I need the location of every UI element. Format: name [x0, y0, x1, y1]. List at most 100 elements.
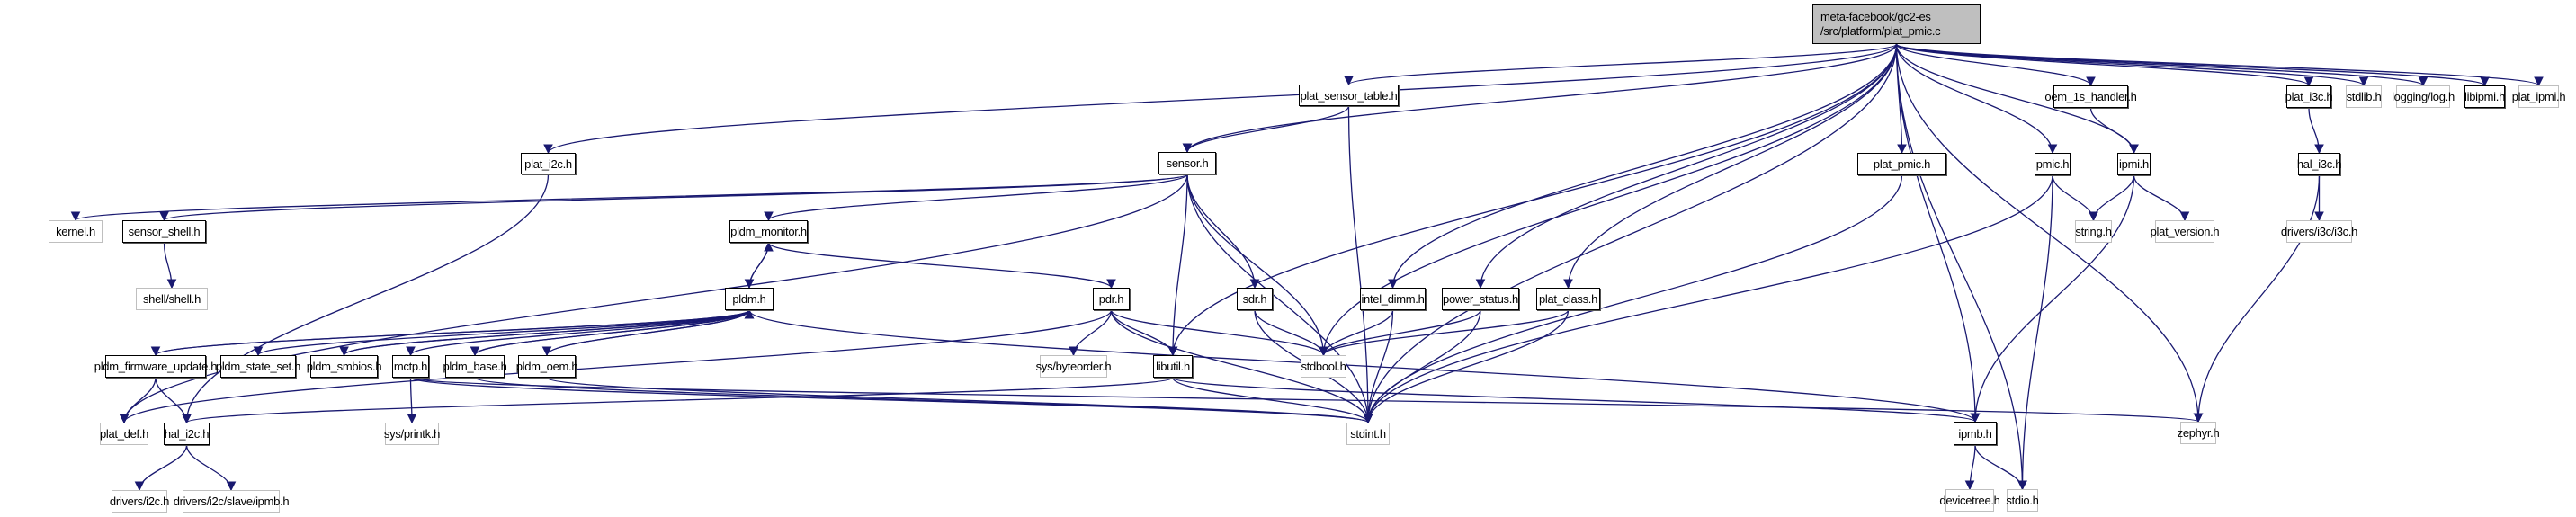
edge-pldm-monitor-to-pdr: [767, 242, 1113, 289]
edge-pldm-base-to-pldm: [474, 309, 750, 356]
node-plat-pmic[interactable]: plat_pmic.h: [1857, 153, 1946, 175]
edge-plat-class-to-stdint: [1367, 309, 1570, 423]
edge-root-to-stdint: [1367, 43, 1898, 423]
arrowhead-icon: [2086, 76, 2096, 87]
edge-pldm-firmware-update-to-plat-def: [123, 377, 157, 423]
edge-mctp-to-stdint: [409, 377, 1369, 423]
arrowhead-icon: [2017, 480, 2027, 491]
edge-root-to-plat-sensor-table: [1347, 43, 1898, 85]
edge-root-to-plat-class: [1567, 43, 1898, 289]
node-intel-dimm[interactable]: intel_dimm.h: [1360, 288, 1426, 310]
edge-sensor-to-sdr: [1186, 174, 1256, 289]
node-sensor-shell[interactable]: sensor_shell.h: [122, 220, 206, 243]
arrowhead-icon: [1249, 279, 1260, 290]
node-pldm-base[interactable]: pldm_base.h: [443, 355, 507, 378]
arrowhead-icon: [159, 211, 169, 222]
edge-plat-sensor-table-to-sensor: [1186, 105, 1350, 153]
edge-pldm-oem-to-stdint: [546, 377, 1369, 423]
edge-root-to-power-status: [1480, 43, 1898, 289]
arrowhead-icon: [226, 481, 237, 492]
arrowhead-icon: [70, 211, 81, 222]
node-hal-i3c[interactable]: hal_i3c.h: [2297, 153, 2341, 175]
node-stdint: stdint.h: [1346, 423, 1390, 445]
node-sensor[interactable]: sensor.h: [1158, 152, 1216, 174]
edge-ipmi-to-plat-version: [2133, 174, 2186, 221]
edge-root-to-pmic: [1895, 43, 2053, 154]
arrowhead-icon: [1475, 279, 1486, 290]
node-libutil[interactable]: libutil.h: [1153, 355, 1193, 378]
edge-root-to-zephyr: [1895, 43, 2199, 423]
node-stdbool: stdbool.h: [1301, 355, 1346, 378]
node-pldm-smbios[interactable]: pldm_smbios.h: [307, 355, 382, 378]
node-kernel: kernel.h: [49, 220, 103, 243]
edge-sensor-to-stdint: [1186, 174, 1369, 423]
arrowhead-icon: [764, 211, 774, 222]
node-logging-log: logging/log.h: [2392, 85, 2455, 108]
node-pldm-state-set[interactable]: pldm_state_set.h: [216, 355, 300, 378]
edge-sensor-to-plat-def: [123, 174, 1188, 423]
node-mctp[interactable]: mctp.h: [392, 355, 429, 378]
node-plat-sensor-table[interactable]: plat_sensor_table.h: [1299, 85, 1399, 106]
node-sdr[interactable]: sdr.h: [1237, 288, 1273, 310]
node-hal-i2c[interactable]: hal_i2c.h: [164, 423, 210, 445]
edge-root-to-stdio: [1895, 43, 2024, 490]
node-pdr[interactable]: pdr.h: [1093, 288, 1130, 310]
arrowhead-icon: [1563, 279, 1573, 290]
edge-sensor-to-kernel: [75, 174, 1188, 221]
edge-sensor-to-pldm-monitor: [767, 174, 1188, 221]
arrowhead-icon: [2358, 76, 2369, 87]
node-pldm-firmware-update[interactable]: pldm_firmware_update.h: [94, 355, 218, 378]
edge-pmic-to-stdio: [2021, 174, 2053, 490]
edge-pldm-to-mctp: [409, 309, 750, 356]
node-drivers-i2c: drivers/i2c.h: [110, 490, 169, 513]
node-devicetree: devicetree.h: [1939, 489, 2000, 512]
edge-sensor-to-libutil: [1172, 174, 1188, 356]
arrowhead-icon: [253, 346, 264, 357]
edge-root-to-stdlib: [1895, 43, 2365, 86]
arrowhead-icon: [1363, 414, 1373, 424]
node-stdlib: stdlib.h: [2346, 85, 2382, 108]
arrowhead-icon: [2534, 76, 2544, 87]
arrowhead-icon: [764, 241, 774, 252]
edge-root-to-plat-i2c: [547, 43, 1898, 154]
node-pldm[interactable]: pldm.h: [725, 288, 774, 310]
edge-hal-i3c-to-zephyr: [2197, 174, 2321, 423]
node-plat-i2c[interactable]: plat_i2c.h: [521, 153, 576, 174]
node-oem-1s-handler[interactable]: oem_1s_handler.h: [2044, 85, 2137, 108]
edge-pdr-to-stdbool: [1110, 309, 1325, 356]
arrowhead-icon: [406, 346, 416, 357]
edge-sensor-to-stdbool: [1186, 174, 1325, 356]
edge-root-to-plat-ipmi: [1895, 43, 2540, 86]
node-drivers-i2c-slave-ipmb: drivers/i2c/slave/ipmb.h: [174, 490, 290, 513]
edge-ipmb-to-stdio: [1974, 444, 2024, 490]
arrowhead-icon: [470, 346, 480, 357]
arrowhead-icon: [1182, 143, 1193, 154]
edge-root-to-oem-1s-handler: [1895, 43, 2092, 86]
node-ipmb[interactable]: ipmb.h: [1954, 422, 1997, 445]
edge-hal-i2c-to-drivers-i2c-slave-ipmb: [185, 444, 232, 491]
node-pmic[interactable]: pmic.h: [2035, 153, 2071, 175]
node-plat-i3c[interactable]: plat_i3c.h: [2285, 85, 2333, 108]
edge-hal-i2c-to-drivers-i2c: [139, 444, 188, 491]
node-plat-class[interactable]: plat_class.h: [1536, 288, 1600, 310]
arrowhead-icon: [744, 308, 755, 319]
arrowhead-icon: [134, 481, 145, 492]
arrowhead-icon: [2480, 76, 2490, 87]
edge-pldm-oem-to-pldm: [546, 309, 750, 356]
arrowhead-icon: [1388, 279, 1398, 290]
arrowhead-icon: [543, 144, 553, 155]
edge-plat-sensor-table-to-stdint: [1347, 105, 1369, 423]
node-pldm-monitor[interactable]: pldm_monitor.h: [729, 220, 808, 243]
node-plat-version: plat_version.h: [2151, 220, 2220, 243]
edge-pdr-to-stdint: [1110, 309, 1369, 423]
node-power-status[interactable]: power_status.h: [1442, 288, 1519, 310]
edge-pldm-base-to-stdint: [474, 377, 1369, 423]
arrowhead-icon: [2314, 144, 2324, 155]
node-libipmi[interactable]: libipmi.h: [2464, 85, 2505, 108]
edge-root-to-stdbool: [1322, 43, 1898, 356]
arrowhead-icon: [150, 346, 161, 357]
arrowhead-icon: [2179, 211, 2190, 222]
node-ipmi[interactable]: ipmi.h: [2117, 153, 2151, 175]
node-pldm-oem[interactable]: pldm_oem.h: [516, 355, 578, 378]
